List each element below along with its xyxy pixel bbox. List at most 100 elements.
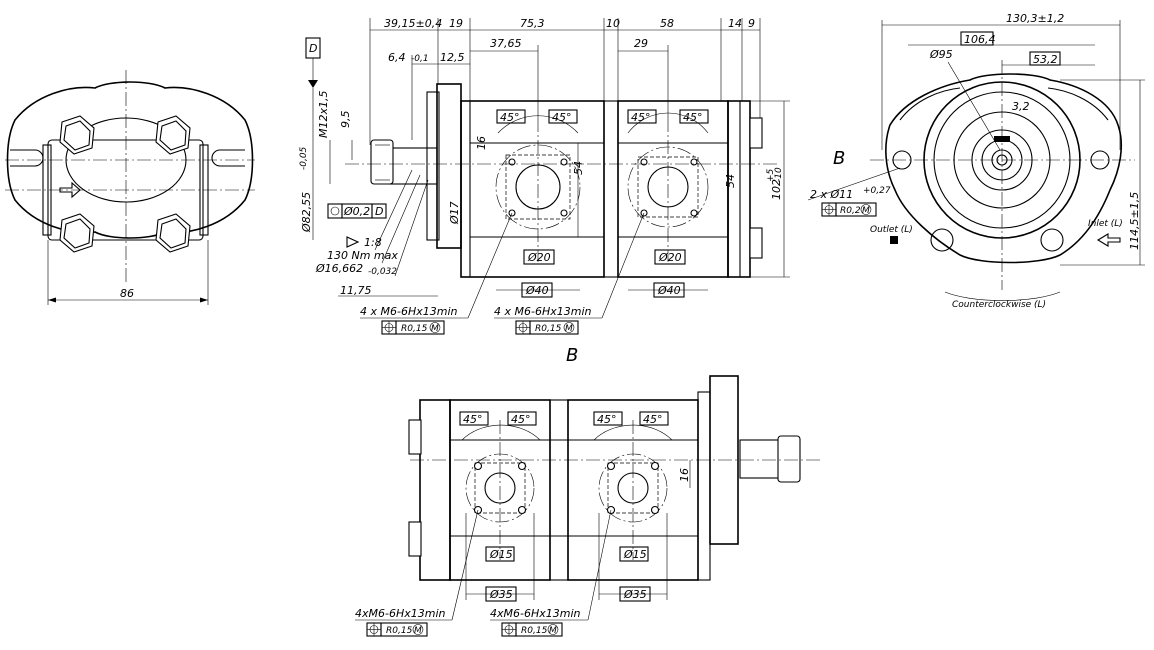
angle-45: 45° <box>511 413 531 426</box>
flange-tol: -0,05 <box>299 146 309 170</box>
b-port-1-square <box>474 462 526 514</box>
mmc-circle <box>412 624 424 635</box>
dim-53: 53,2 <box>1033 53 1058 66</box>
dim-106: 106,4 <box>964 33 996 46</box>
hex-bolt <box>59 115 95 155</box>
end-bolt-head <box>749 227 763 259</box>
angle-arc <box>593 424 673 441</box>
width-dim-86: 86 <box>120 287 134 300</box>
right-slot <box>211 149 245 167</box>
dim-54b: 54 <box>724 174 737 188</box>
b-port-1-bore-label: Ø15 <box>489 548 513 561</box>
spacing-box <box>653 282 685 298</box>
mmc-label: M <box>565 324 573 334</box>
spacing-box <box>521 282 553 298</box>
mmc-label: M <box>414 626 422 636</box>
thread-hole <box>517 461 527 471</box>
basic-dim-box <box>960 31 994 46</box>
d95: Ø95 <box>929 48 953 61</box>
geo-tolerance-ref: D <box>375 205 383 218</box>
angle-arc <box>461 424 541 441</box>
b-port-2-square <box>607 462 659 514</box>
b-thread-note: 4xM6-6Hx13min <box>490 607 581 620</box>
dim-14: 14 <box>728 17 742 30</box>
position-tol: R0,15 <box>401 324 428 334</box>
front-width: 130,3±1,2 <box>1006 12 1064 25</box>
front-view: 130,3±1,2 106,4 53,2 Ø95 3,2 B 2 x Ø11 +… <box>807 12 1145 310</box>
port-2-spacing: Ø40 <box>657 284 681 297</box>
dim-6-4: 6,4 <box>388 51 406 64</box>
leader <box>467 212 513 319</box>
angle-45: 45° <box>683 111 703 124</box>
dim-9: 9 <box>748 17 755 30</box>
mmc-label: M <box>862 206 870 216</box>
angle-45: 45° <box>500 111 520 124</box>
tol-box <box>371 203 387 219</box>
b-port-2-bore-label: Ø15 <box>623 548 647 561</box>
dim-39: 39,15±0,4 <box>384 17 442 30</box>
dim-19: 19 <box>449 17 463 30</box>
mount-holes: 2 x Ø11 <box>810 188 853 201</box>
front-height: 114,5±1,5 <box>1128 192 1141 250</box>
dim-6-4-tol: -0,1 <box>411 54 429 64</box>
left-flange-outline <box>6 81 254 239</box>
tol-box <box>515 622 563 637</box>
flange-inner <box>1047 87 1109 121</box>
angle-45: 45° <box>463 413 483 426</box>
thread-hole <box>473 461 483 471</box>
thread-hole <box>650 505 660 515</box>
section-b-title: B <box>566 345 578 366</box>
bore-box <box>654 249 686 265</box>
dim-29: 29 <box>634 37 648 50</box>
port-2-bore-label: Ø20 <box>658 251 682 264</box>
angle-box <box>507 411 537 426</box>
dim-12-5: 12,5 <box>440 51 465 64</box>
angle-box <box>459 411 489 426</box>
angle-box <box>639 411 669 426</box>
b-port-1-spacing: Ø35 <box>489 588 513 601</box>
leader <box>587 509 612 621</box>
mmc-circle <box>547 624 559 635</box>
drive-shaft <box>389 147 438 185</box>
outlet-label: Outlet (L) <box>870 225 913 235</box>
b-shaft-nut <box>777 435 801 483</box>
b-end-cover <box>419 399 451 581</box>
angle-45: 45° <box>597 413 617 426</box>
angle-45: 45° <box>552 111 572 124</box>
concentric-symbol <box>330 206 340 216</box>
tol-box <box>380 622 428 637</box>
dim-16: 16 <box>475 136 488 150</box>
thread-hole <box>517 505 527 515</box>
thread-hole <box>650 461 660 471</box>
angle-45: 45° <box>631 111 651 124</box>
b-shaft <box>739 439 781 479</box>
end-bolt-head <box>749 117 763 149</box>
rotation-direction: Counterclockwise (L) <box>952 300 1046 310</box>
bore-box <box>523 249 555 265</box>
port-1-pcd <box>495 144 581 230</box>
hex-bolt <box>155 213 191 253</box>
flange-inner <box>899 87 961 121</box>
dim-10: 10 <box>606 17 620 30</box>
thread-hole <box>690 158 698 166</box>
left-slot <box>10 149 44 167</box>
dim-17: Ø17 <box>448 201 461 225</box>
shaft-length: 11,75 <box>340 284 372 297</box>
b-spacer <box>549 399 569 581</box>
height-102: 102 <box>770 179 783 200</box>
spacer-plate <box>603 100 619 278</box>
thread-hole <box>690 209 698 217</box>
port-boss <box>1040 228 1064 252</box>
thread-hole <box>560 158 568 166</box>
b-thread-note: 4xM6-6Hx13min <box>355 607 446 620</box>
taper: 1:8 <box>364 236 382 249</box>
thread-note: 4 x M6-6Hx13min <box>494 305 592 318</box>
b-flange-back <box>697 391 711 581</box>
shaft-tol: -0,032 <box>368 267 397 277</box>
angle-box <box>627 109 657 124</box>
mount-holes-tol: +0,27 <box>863 186 891 196</box>
thread-hole <box>606 461 616 471</box>
torque: 130 Nm max <box>327 249 398 262</box>
height-tol-up: +5 <box>766 168 776 182</box>
